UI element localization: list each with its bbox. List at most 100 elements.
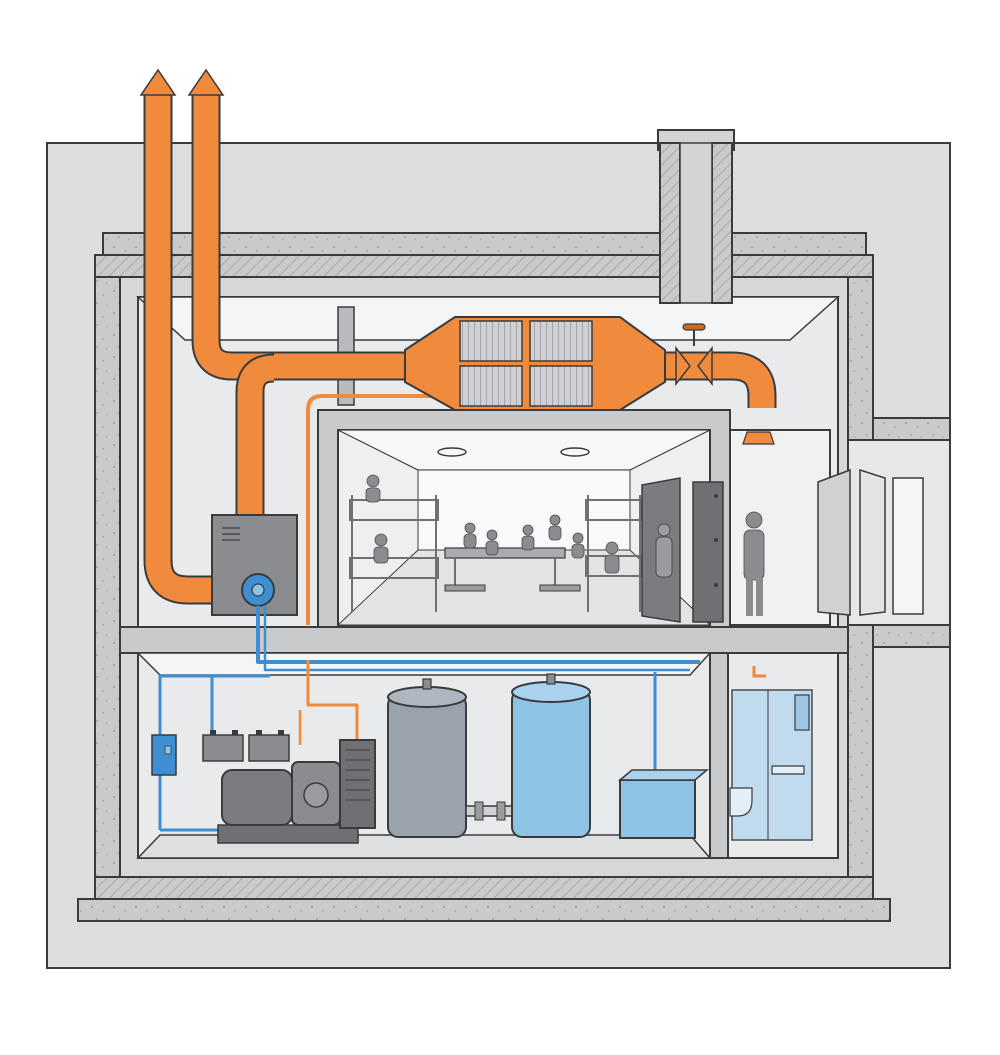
treatment-box-body [619, 779, 696, 839]
entrance-corridor [817, 417, 951, 648]
bunk-beds-left [349, 495, 439, 612]
bunk-upper-left [349, 499, 439, 521]
rivet-icon [714, 583, 718, 587]
bathroom-mirror [794, 694, 810, 731]
ventilation-fan-unit [211, 514, 298, 616]
fuel-tank-top [387, 686, 467, 708]
ceiling-light-icon [437, 447, 467, 457]
airlock-light-icon [742, 431, 775, 445]
left-wall [94, 276, 121, 878]
rivet-icon [714, 494, 718, 498]
exhaust-return-duct [700, 353, 775, 408]
entrance-door-right [859, 468, 886, 616]
person-icon [522, 524, 534, 536]
water-main-line [256, 606, 700, 664]
person-icon [605, 541, 619, 555]
treatment-box-top [617, 769, 710, 781]
generator-skid [217, 824, 359, 844]
bunk-lower-left [349, 557, 439, 579]
person-icon [366, 474, 380, 488]
dining-table [444, 547, 566, 559]
shower-head-icon [752, 666, 766, 678]
blast-door-frame [692, 481, 724, 623]
exhaust-arrow-right-icon [187, 68, 225, 96]
intake-shaft-wall-right [711, 142, 733, 304]
air-filtration-unit [404, 316, 666, 411]
battery-terminal-icon [278, 730, 284, 735]
valve-body-right [697, 345, 713, 387]
person-body [365, 487, 381, 503]
floor-slab-insulation [94, 876, 874, 900]
person-icon [464, 522, 476, 534]
sink-icon [771, 765, 805, 775]
person-body [604, 554, 620, 574]
person-body [485, 540, 499, 556]
filter-panel-4 [529, 365, 593, 407]
exhaust-stack-left [145, 95, 228, 603]
person-body [463, 533, 477, 549]
bathroom [727, 652, 839, 859]
partition-wall [709, 652, 729, 859]
person-icon [745, 511, 763, 529]
person-body [521, 535, 535, 551]
person-at-door [655, 536, 673, 578]
blast-valve [675, 323, 713, 387]
bench [444, 584, 486, 592]
occupants [365, 474, 620, 574]
air-intake-shaft [657, 129, 735, 304]
corridor-floor-slab [872, 624, 951, 648]
water-tank-cap-icon [546, 673, 556, 685]
water-tank-top [511, 681, 591, 703]
intake-shaft-duct [679, 142, 713, 304]
corridor-ceiling-slab [872, 417, 951, 441]
intake-shaft-wall-left [659, 142, 681, 304]
battery [202, 734, 244, 762]
water-tank [511, 673, 591, 838]
alternator-end-icon [303, 782, 329, 808]
water-secondary-line [263, 606, 690, 672]
person-standing [743, 529, 765, 581]
toilet-icon [729, 787, 753, 817]
ceiling-light-icon [560, 447, 590, 457]
airlock-room [729, 429, 831, 626]
person-leg [756, 578, 763, 616]
battery-terminal-icon [232, 730, 238, 735]
battery [248, 734, 290, 762]
connector-flange [496, 801, 506, 821]
filter-panel-1 [459, 320, 523, 362]
filter-panel-2 [529, 320, 593, 362]
battery-terminal-icon [256, 730, 262, 735]
exhaust-branch-duct [237, 355, 275, 520]
water-treatment-box [617, 769, 710, 839]
person-leg [746, 578, 753, 616]
exhaust-thin-line [306, 394, 440, 625]
person-body [548, 525, 562, 541]
living-quarters [317, 409, 731, 628]
bench [539, 584, 581, 592]
fuel-tank [387, 678, 467, 838]
generator-engine [221, 769, 293, 826]
person-icon [374, 533, 388, 547]
entrance-door-opening [892, 477, 924, 615]
diesel-generator [217, 739, 376, 844]
connector-flange [474, 801, 484, 821]
battery-terminal-icon [210, 730, 216, 735]
exhaust-arrow-left-icon [139, 68, 177, 96]
mid-floor-slab [119, 626, 849, 654]
fuel-tank-body [387, 694, 467, 838]
panel-switch-icon [164, 745, 172, 755]
person-body [571, 543, 585, 559]
person-body [373, 546, 389, 564]
connector-pipe [465, 805, 515, 817]
entry-airlock [729, 429, 831, 626]
fuel-tank-cap-icon [422, 678, 432, 690]
exhaust-stacks [139, 68, 777, 625]
person-icon [549, 514, 561, 526]
rivet-icon [714, 538, 718, 542]
blast-door [641, 477, 724, 623]
valve-body-left [675, 345, 691, 387]
fan-hub [251, 583, 265, 597]
battery-bank [202, 730, 290, 762]
